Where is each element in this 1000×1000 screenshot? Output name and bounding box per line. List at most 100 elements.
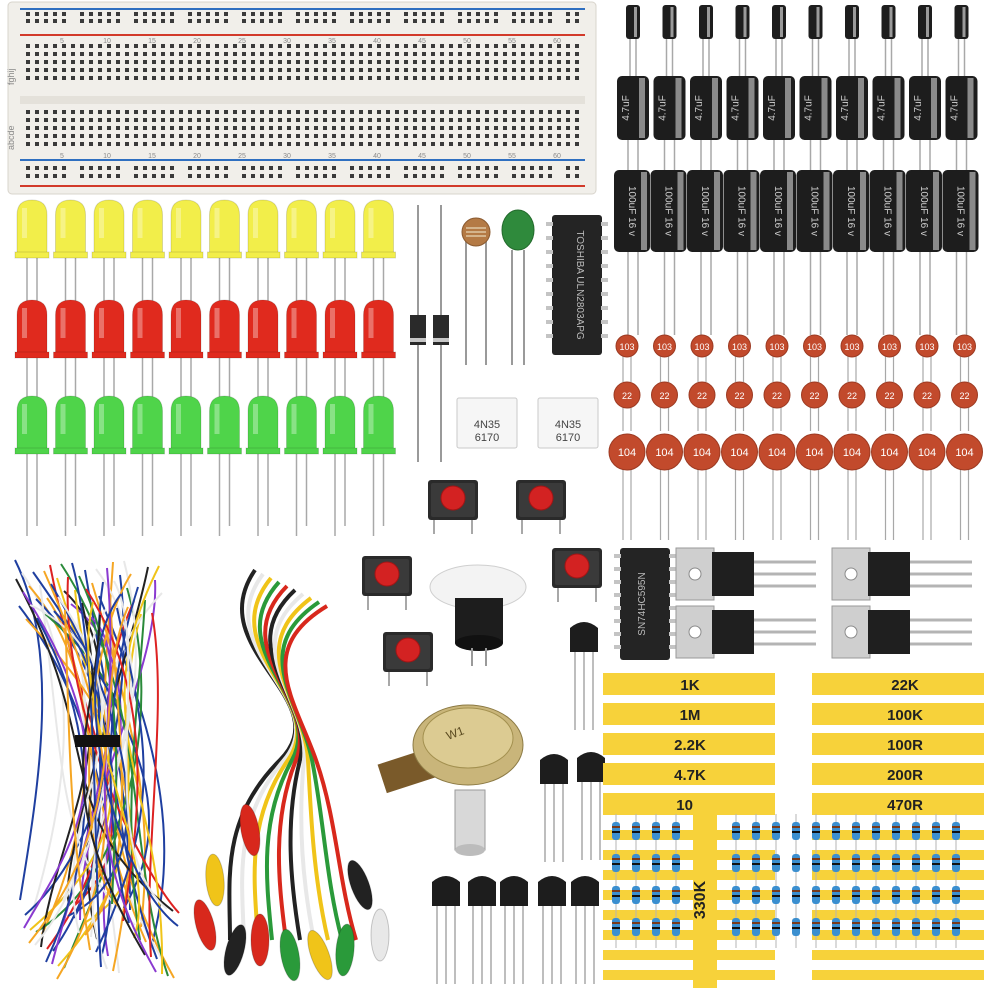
breadboard-hole [413, 19, 417, 23]
breadboard-hole [26, 52, 30, 56]
ceramic-capacitor-103: 103 [953, 334, 976, 382]
breadboard-hole [350, 19, 354, 23]
breadboard-hole [125, 134, 129, 138]
breadboard-hole [476, 110, 480, 114]
breadboard-hole [314, 118, 318, 122]
breadboard-hole [332, 142, 336, 146]
breadboard-hole [494, 76, 498, 80]
breadboard-hole [251, 19, 255, 23]
breadboard-hole [251, 110, 255, 114]
breadboard-hole [143, 60, 147, 64]
breadboard-hole [350, 76, 354, 80]
breadboard-hole [278, 134, 282, 138]
breadboard-hole [242, 44, 246, 48]
breadboard-hole [242, 12, 246, 16]
breadboard-hole [116, 52, 120, 56]
breadboard-hole [368, 19, 372, 23]
capacitor-100uf-label: 100uF 16 v [882, 186, 893, 236]
breadboard-hole [152, 12, 156, 16]
capacitor-4.7uf: 4.7uF [763, 76, 795, 174]
breadboard-hole [179, 118, 183, 122]
breadboard-hole [332, 118, 336, 122]
ceramic-capacitor-label: 22 [659, 391, 669, 401]
capacitor-100uf-label: 100uF 16 v [918, 186, 929, 236]
breadboard-hole [107, 44, 111, 48]
breadboard-hole [206, 166, 210, 170]
breadboard-hole [431, 118, 435, 122]
breadboard-hole [152, 68, 156, 72]
breadboard-hole [458, 52, 462, 56]
breadboard-hole [548, 19, 552, 23]
jumper-wire [36, 617, 86, 963]
breadboard-hole [530, 110, 534, 114]
breadboard-number-bottom: 5 [60, 153, 64, 160]
ceramic-capacitor-22: 22 [763, 381, 791, 431]
breadboard-hole [404, 19, 408, 23]
breadboard-hole [89, 44, 93, 48]
breadboard-hole [314, 134, 318, 138]
breadboard-hole [458, 166, 462, 170]
tactile-button [516, 480, 566, 534]
ceramic-capacitor-label: 104 [655, 447, 673, 459]
breadboard-hole [35, 174, 39, 178]
breadboard-hole [62, 142, 66, 146]
capacitor-100uf-label: 100uF 16 v [699, 186, 710, 236]
breadboard-hole [269, 126, 273, 130]
breadboard-hole [98, 118, 102, 122]
breadboard-hole [494, 52, 498, 56]
breadboard-number-bottom: 55 [508, 153, 516, 160]
breadboard-hole [404, 12, 408, 16]
resistor-label: 1M [680, 707, 701, 724]
breadboard-hole [377, 68, 381, 72]
breadboard-hole [386, 142, 390, 146]
breadboard-hole [278, 110, 282, 114]
breadboard-hole [26, 60, 30, 64]
breadboard-hole [395, 44, 399, 48]
breadboard-hole [395, 118, 399, 122]
breadboard-hole [431, 134, 435, 138]
breadboard-hole [161, 12, 165, 16]
breadboard-hole [395, 142, 399, 146]
ceramic-capacitor-104: 104 [946, 433, 983, 540]
breadboard-hole [80, 60, 84, 64]
breadboard-hole [62, 166, 66, 170]
breadboard-hole [215, 142, 219, 146]
breadboard-hole [278, 44, 282, 48]
breadboard-hole [467, 76, 471, 80]
ceramic-capacitor-104: 104 [646, 433, 683, 540]
breadboard-hole [170, 134, 174, 138]
ceramic-capacitor-103: 103 [690, 334, 714, 382]
capacitor-small [662, 5, 677, 80]
clip-lead-wire [263, 584, 302, 941]
breadboard-hole [575, 166, 579, 170]
ceramic-capacitor-label: 103 [769, 342, 784, 352]
capacitor-small [918, 5, 932, 80]
photoresistor [461, 217, 491, 365]
breadboard-hole [242, 110, 246, 114]
breadboard-hole [386, 68, 390, 72]
breadboard-hole [413, 60, 417, 64]
breadboard-hole [341, 126, 345, 130]
jumper-wire [71, 562, 102, 968]
breadboard-hole [332, 60, 336, 64]
capacitor-small [845, 5, 859, 80]
breadboard-hole [98, 68, 102, 72]
breadboard-hole [476, 19, 480, 23]
breadboard-hole [89, 12, 93, 16]
breadboard-hole [116, 126, 120, 130]
breadboard-hole [404, 166, 408, 170]
breadboard-hole [53, 118, 57, 122]
breadboard-hole [440, 44, 444, 48]
breadboard-hole [269, 118, 273, 122]
breadboard-hole [575, 52, 579, 56]
capacitor-4.7uf-label: 4.7uF [694, 95, 705, 121]
capacitor-100uf: 100uF 16 v [650, 170, 687, 335]
breadboard-hole [233, 76, 237, 80]
breadboard-hole [539, 174, 543, 178]
breadboard-hole [170, 174, 174, 178]
breadboard-hole [215, 134, 219, 138]
breadboard-hole [71, 142, 75, 146]
breadboard-number-top: 45 [418, 38, 426, 45]
breadboard-hole [161, 166, 165, 170]
capacitor-100uf: 100uF 16 v [942, 170, 979, 335]
